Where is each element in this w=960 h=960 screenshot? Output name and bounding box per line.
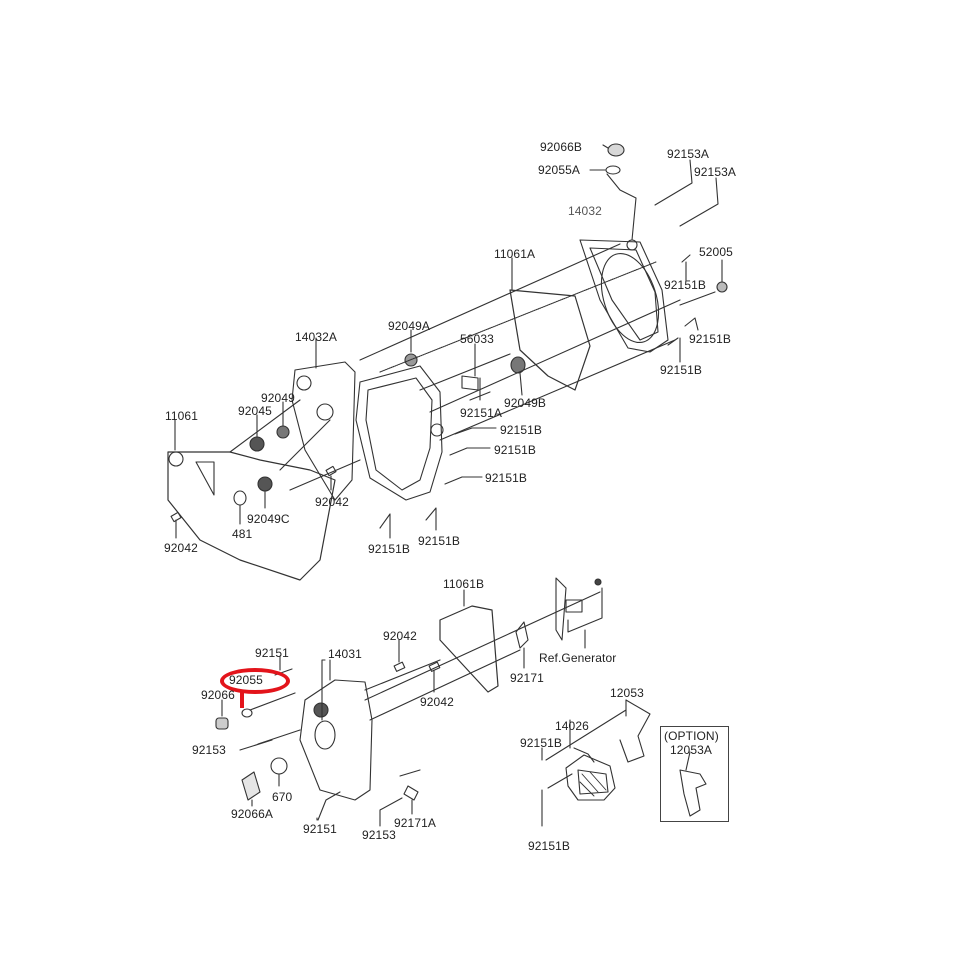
part-label-14026[interactable]: 14026 <box>555 719 589 733</box>
part-label-11061[interactable]: 11061 <box>165 409 198 423</box>
part-label-92042[interactable]: 92042 <box>315 495 349 509</box>
part-label-92042[interactable]: 92042 <box>383 629 417 643</box>
part-label-92171A[interactable]: 92171A <box>394 816 436 830</box>
part-label-92055-highlighted[interactable]: 92055 <box>229 673 263 687</box>
part-label-92042[interactable]: 92042 <box>164 541 198 555</box>
part-label-92151B[interactable]: 92151B <box>418 534 460 548</box>
part-label-56033[interactable]: 56033 <box>460 332 494 346</box>
part-label-92042[interactable]: 92042 <box>420 695 454 709</box>
part-label-12053A[interactable]: 12053A <box>670 743 712 757</box>
part-label-92151[interactable]: 92151 <box>255 646 289 660</box>
part-label-92151B[interactable]: 92151B <box>660 363 702 377</box>
part-label-670[interactable]: 670 <box>272 790 293 804</box>
highlight-pointer <box>240 692 244 708</box>
part-label-92151B[interactable]: 92151B <box>689 332 731 346</box>
part-label-92045[interactable]: 92045 <box>238 404 272 418</box>
part-label-92151A[interactable]: 92151A <box>460 406 502 420</box>
gasket-11061-shape <box>167 451 336 581</box>
part-label-92049C[interactable]: 92049C <box>247 512 290 526</box>
part-label-92049[interactable]: 92049 <box>261 391 295 405</box>
part-label-92049A[interactable]: 92049A <box>388 319 430 333</box>
part-label-14032A[interactable]: 14032A <box>295 330 337 344</box>
part-label-92151B[interactable]: 92151B <box>494 443 536 457</box>
highlight-circle <box>220 668 290 694</box>
part-label-92153[interactable]: 92153 <box>192 743 226 757</box>
generator-cover-14031-shape <box>299 679 373 801</box>
part-label-92066B[interactable]: 92066B <box>540 140 582 154</box>
part-label-52005[interactable]: 52005 <box>699 245 733 259</box>
part-label-92171[interactable]: 92171 <box>510 671 544 685</box>
part-label-92151B[interactable]: 92151B <box>520 736 562 750</box>
part-label-92151B[interactable]: 92151B <box>485 471 527 485</box>
part-label-12053[interactable]: 12053 <box>610 686 644 700</box>
part-label-92049B[interactable]: 92049B <box>504 396 546 410</box>
option-box <box>660 726 729 822</box>
inner-cover-14032A-shape <box>291 361 444 501</box>
part-label-92066[interactable]: 92066 <box>201 688 235 702</box>
part-label-92151B[interactable]: 92151B <box>528 839 570 853</box>
part-label-92055A[interactable]: 92055A <box>538 163 580 177</box>
sprocket-cover-14026-shape <box>565 747 616 801</box>
clutch-cover-14032-shape <box>579 239 669 353</box>
part-label-92151B[interactable]: 92151B <box>368 542 410 556</box>
part-label-ref-generator[interactable]: Ref.Generator <box>539 651 617 665</box>
part-label-92153A[interactable]: 92153A <box>667 147 709 161</box>
part-label-11061A[interactable]: 11061A <box>494 247 536 261</box>
part-label-14032[interactable]: 14032 <box>568 204 602 218</box>
part-label-14031[interactable]: 14031 <box>328 647 362 661</box>
part-label-92151B[interactable]: 92151B <box>664 278 706 292</box>
part-label-92151B[interactable]: 92151B <box>500 423 542 437</box>
option-label: (OPTION) <box>664 729 719 743</box>
part-label-92151[interactable]: 92151 <box>303 822 337 836</box>
part-label-11061B[interactable]: 11061B <box>443 577 485 591</box>
part-label-92153A[interactable]: 92153A <box>694 165 736 179</box>
part-label-92066A[interactable]: 92066A <box>231 807 273 821</box>
part-label-481[interactable]: 481 <box>232 527 253 541</box>
part-label-92153[interactable]: 92153 <box>362 828 396 842</box>
